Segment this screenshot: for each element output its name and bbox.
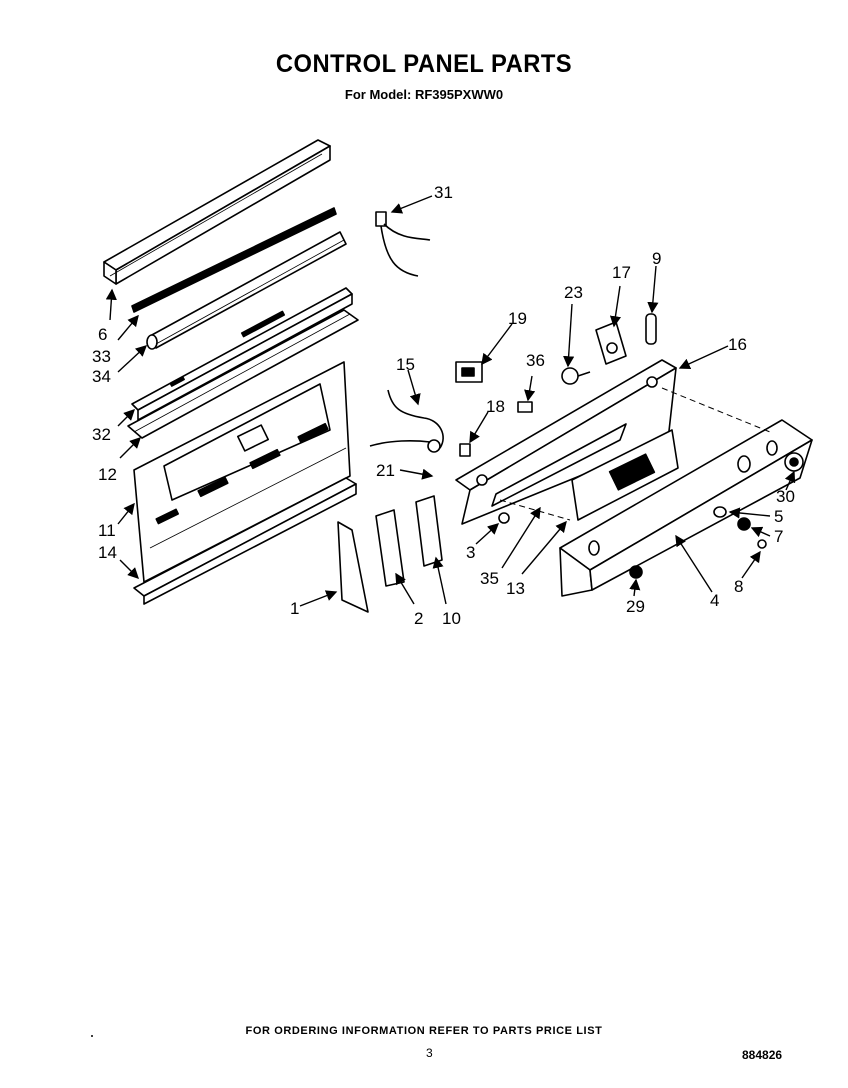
callout-14: 14	[98, 543, 117, 562]
model-subtitle: For Model: RF395PXWW0	[344, 87, 504, 102]
callout-7: 7	[774, 527, 783, 546]
page-title: CONTROL PANEL PARTS	[275, 50, 573, 78]
callout-36: 36	[526, 351, 545, 370]
part-3-screw	[498, 512, 510, 524]
part-10-bracket	[415, 495, 443, 567]
part-15-wiring	[369, 389, 444, 453]
callout-31: 31	[434, 183, 453, 202]
callout-17: 17	[612, 263, 631, 282]
part-8-screw	[757, 539, 767, 549]
document-number: 884826	[742, 1048, 783, 1062]
callout-33: 33	[92, 347, 111, 366]
callout-10: 10	[442, 609, 461, 628]
callout-13: 13	[506, 579, 525, 598]
part-17-timer	[595, 321, 627, 365]
part-9-spacer	[645, 313, 657, 345]
ordering-note: FOR ORDERING INFORMATION REFER TO PARTS …	[245, 1025, 603, 1037]
part-5-spring	[713, 506, 727, 518]
part-2-bracket	[375, 509, 405, 587]
part-7-knob	[737, 517, 751, 531]
part-13-control-board	[571, 429, 679, 521]
part-23-knob-switch	[561, 367, 591, 385]
part-11-back-panel	[133, 361, 351, 583]
callout-35: 35	[480, 569, 499, 588]
callout-3: 3	[466, 543, 475, 562]
callout-15: 15	[396, 355, 415, 374]
callout-11: 11	[98, 521, 116, 540]
stray-mark	[91, 1035, 93, 1037]
callout-4: 4	[710, 591, 719, 610]
callout-30: 30	[776, 487, 795, 506]
part-19-switch	[455, 361, 483, 383]
part-36-clip	[517, 401, 533, 413]
callout-23: 23	[564, 283, 583, 302]
callout-2: 2	[414, 609, 423, 628]
part-29-knob	[629, 565, 643, 579]
part-1-end-cap	[337, 521, 369, 613]
part-14-bottom-trim	[133, 477, 357, 605]
callout-6: 6	[98, 325, 107, 344]
callout-18: 18	[486, 397, 505, 416]
callout-9: 9	[652, 249, 661, 268]
part-34-tube	[146, 231, 347, 350]
part-16-chassis	[455, 359, 677, 525]
part-12-bracket	[127, 309, 359, 439]
part-6-top-trim	[103, 139, 331, 285]
part-32-channel	[131, 287, 353, 421]
part-31-harness	[375, 211, 431, 277]
callout-16: 16	[728, 335, 747, 354]
callout-19: 19	[508, 309, 527, 328]
part-18-clip	[459, 443, 471, 457]
callout-29: 29	[626, 597, 645, 616]
part-33-strip	[131, 207, 337, 313]
callout-21: 21	[376, 461, 395, 480]
callout-12: 12	[98, 465, 117, 484]
leader-lines	[105, 195, 796, 607]
callout-8: 8	[734, 577, 743, 596]
callout-1: 1	[290, 599, 299, 618]
page-number: 3	[426, 1046, 433, 1060]
callout-34: 34	[92, 367, 111, 386]
callout-5: 5	[774, 507, 783, 526]
callout-32: 32	[92, 425, 111, 444]
part-4-front-panel	[559, 419, 813, 597]
